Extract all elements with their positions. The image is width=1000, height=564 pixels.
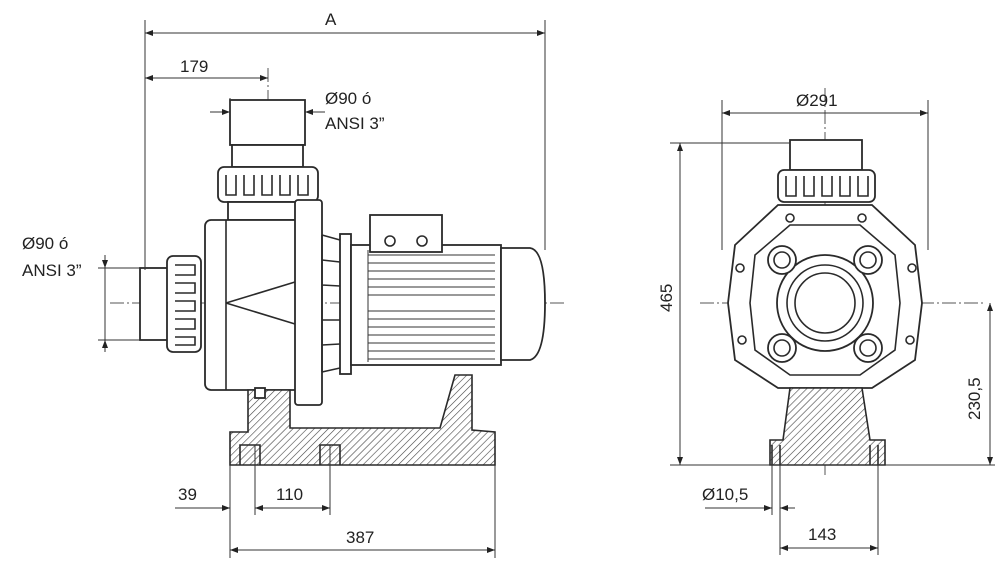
inlet-ansi-label: ANSI 3” (22, 261, 82, 280)
side-view: A 179 Ø90 ó ANSI 3” Ø90 ó ANSI 3” 39 110… (22, 10, 565, 558)
outlet-ansi-label: ANSI 3” (325, 114, 385, 133)
dimension-39: 39 (178, 485, 197, 504)
inlet-pipe (139, 267, 169, 341)
dimension-diameter-291: Ø291 (796, 91, 838, 110)
dimension-110: 110 (276, 485, 303, 504)
inlet-diameter-label: Ø90 ó (22, 234, 68, 253)
inlet-port-inner (794, 272, 856, 334)
housing-cone (225, 281, 296, 325)
inlet-nut-ribs (175, 264, 196, 346)
dimension-143: 143 (808, 525, 836, 544)
motor-flange (339, 233, 352, 375)
outlet-nut-ribs (225, 175, 309, 196)
outlet-pipe (229, 99, 306, 146)
dimension-387: 387 (346, 528, 374, 547)
outlet-union-nut (217, 166, 319, 203)
pump-foot-front (769, 387, 886, 466)
dimension-230-5: 230,5 (965, 377, 984, 420)
inlet-union-nut (166, 255, 202, 353)
outlet-diameter-label: Ø90 ó (325, 89, 371, 108)
bracket-ribs (321, 234, 341, 373)
housing-flange (294, 199, 323, 406)
front-view: Ø291 465 230,5 Ø10,5 143 (657, 88, 995, 555)
inlet-port-outer (776, 254, 874, 352)
pump-foot (229, 374, 496, 466)
motor-cooling-fins (367, 250, 495, 362)
pump-housing (204, 219, 301, 391)
terminal-icon (384, 235, 396, 247)
junction-box (369, 214, 443, 253)
terminal-icon (416, 235, 428, 247)
dimension-465: 465 (657, 284, 676, 312)
dimension-179: 179 (180, 57, 208, 76)
fan-cover (500, 247, 546, 361)
dimension-a: A (325, 10, 337, 29)
outlet-union-nut (777, 169, 876, 203)
outlet-pipe (789, 139, 863, 171)
cover-bolts (735, 213, 917, 363)
outlet-collar (231, 144, 304, 168)
dimension-hole-diameter: Ø10,5 (702, 485, 748, 504)
